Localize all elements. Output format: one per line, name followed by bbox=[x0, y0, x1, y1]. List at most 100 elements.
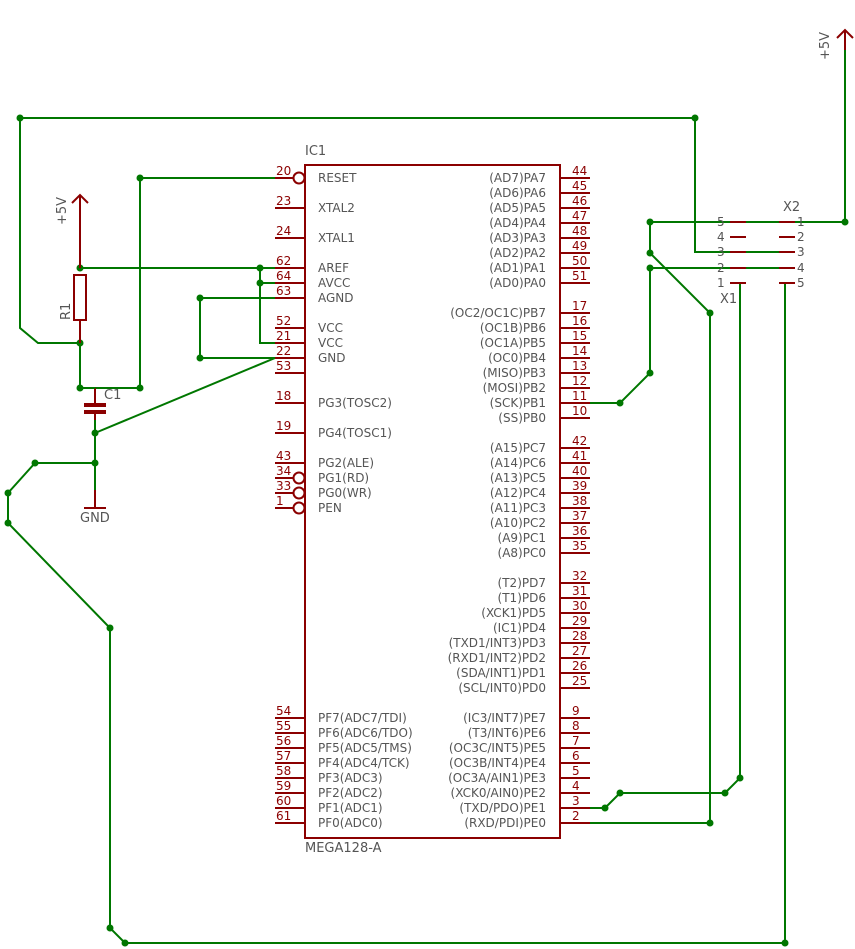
wire-gnd-diag bbox=[94, 357, 276, 434]
ic-pin-number: 19 bbox=[276, 419, 291, 433]
ic-pin-name: (TXD1/INT3)PD3 bbox=[449, 636, 546, 650]
ic-pin-name: (OC1A)PB5 bbox=[480, 336, 546, 350]
ic-pin-number: 44 bbox=[572, 164, 587, 178]
junction bbox=[721, 789, 729, 797]
junction bbox=[841, 218, 849, 226]
ic-pin-name: PF2(ADC2) bbox=[318, 786, 383, 800]
ic-pin-name: (AD2)PA2 bbox=[489, 246, 546, 260]
ic-pin-number: 37 bbox=[572, 509, 587, 523]
ic-pin-number: 53 bbox=[276, 359, 291, 373]
ic-pin-number: 51 bbox=[572, 269, 587, 283]
ic-pin-number: 47 bbox=[572, 209, 587, 223]
ic-pin-number: 60 bbox=[276, 794, 291, 808]
x1-pin-number: 4 bbox=[717, 230, 725, 244]
junction bbox=[646, 264, 654, 272]
ic-pin-name: (A8)PC0 bbox=[498, 546, 546, 560]
ic-pin-number: 64 bbox=[276, 269, 291, 283]
ic-pin-name: (TXD/PDO)PE1 bbox=[459, 801, 546, 815]
ic-pin-name: (RXD1/INT2)PD2 bbox=[448, 651, 546, 665]
ic-pin-number: 6 bbox=[572, 749, 580, 763]
junction bbox=[196, 294, 204, 302]
supply-right-label: +5V bbox=[818, 32, 833, 60]
ic-pin-number: 29 bbox=[572, 614, 587, 628]
junction bbox=[691, 114, 699, 122]
ic-pin-number: 43 bbox=[276, 449, 291, 463]
junction bbox=[706, 819, 714, 827]
x1-pin-number: 3 bbox=[717, 245, 725, 259]
wire-left-loop bbox=[19, 118, 80, 344]
ic-pin-number: 2 bbox=[572, 809, 580, 823]
ic-pin-name: PF7(ADC7/TDI) bbox=[318, 711, 407, 725]
wires bbox=[7, 30, 846, 944]
junction bbox=[256, 264, 264, 272]
ic-pin-name: (MOSI)PB2 bbox=[483, 381, 546, 395]
ic-pin-number: 5 bbox=[572, 764, 580, 778]
ic-pin-number: 24 bbox=[276, 224, 291, 238]
ic-pin-name: (IC3/INT7)PE7 bbox=[463, 711, 546, 725]
ic-pin-number: 23 bbox=[276, 194, 291, 208]
ic-pin-number: 63 bbox=[276, 284, 291, 298]
x2-pin-number: 1 bbox=[797, 215, 805, 229]
x1-pin-number: 5 bbox=[717, 215, 725, 229]
ic-pin-number: 59 bbox=[276, 779, 291, 793]
ic-body bbox=[304, 164, 561, 839]
ic-pin-name: (OC2/OC1C)PB7 bbox=[450, 306, 546, 320]
ic-right-pins: 44(AD7)PA745(AD6)PA646(AD5)PA547(AD4)PA4… bbox=[448, 164, 590, 830]
ic-pin-name: VCC bbox=[318, 321, 343, 335]
ic-pin-number: 50 bbox=[572, 254, 587, 268]
ic-pin-number: 40 bbox=[572, 464, 587, 478]
ic-pin-name: (OC1B)PB6 bbox=[480, 321, 546, 335]
ic-pin-name: PG3(TOSC2) bbox=[318, 396, 392, 410]
junction bbox=[706, 309, 714, 317]
ic-pin-name: (SDA/INT1)PD1 bbox=[456, 666, 546, 680]
ic-pin-number: 57 bbox=[276, 749, 291, 763]
ic-pin-name: (T2)PD7 bbox=[498, 576, 546, 590]
ic-pin-name: VCC bbox=[318, 336, 343, 350]
gnd-label: GND bbox=[80, 511, 110, 526]
ic-pin-number: 33 bbox=[276, 479, 291, 493]
wire-gnd-loop bbox=[7, 282, 790, 944]
inverted-pin-bubble bbox=[292, 501, 306, 515]
ic-pin-name: (A9)PC1 bbox=[498, 531, 546, 545]
ic-pin-name: RESET bbox=[318, 171, 357, 185]
ic-pin-name: (AD1)PA1 bbox=[489, 261, 546, 275]
junction bbox=[256, 279, 264, 287]
junction bbox=[781, 939, 789, 947]
wire-top-bus bbox=[20, 117, 738, 253]
ic-pin-number: 30 bbox=[572, 599, 587, 613]
ic-pin-number: 58 bbox=[276, 764, 291, 778]
ic-pin-number: 4 bbox=[572, 779, 580, 793]
ic-pin-name: (A15)PC7 bbox=[490, 441, 546, 455]
ic-pin-number: 7 bbox=[572, 734, 580, 748]
ic-pin-name: (XCK1)PD5 bbox=[481, 606, 546, 620]
ic-pin-name: XTAL1 bbox=[318, 231, 355, 245]
junction bbox=[4, 519, 12, 527]
inverted-pin-bubble bbox=[292, 171, 306, 185]
ic-pin-number: 27 bbox=[572, 644, 587, 658]
supply-left-label: +5V bbox=[55, 197, 70, 225]
junction bbox=[616, 399, 624, 407]
ic-pin-name: XTAL2 bbox=[318, 201, 355, 215]
wire-sck bbox=[590, 267, 738, 404]
ic-value: MEGA128-A bbox=[305, 841, 382, 856]
ic-pin-number: 17 bbox=[572, 299, 587, 313]
wire-pdo bbox=[590, 282, 741, 809]
ic-pin-name: PG1(RD) bbox=[318, 471, 369, 485]
ic-pin-number: 45 bbox=[572, 179, 587, 193]
ic-pin-name: (AD6)PA6 bbox=[489, 186, 546, 200]
ic-pin-number: 18 bbox=[276, 389, 291, 403]
junction bbox=[601, 804, 609, 812]
c1-label: C1 bbox=[104, 388, 121, 403]
ic-pin-number: 48 bbox=[572, 224, 587, 238]
ic-pin-name: (OC0)PB4 bbox=[488, 351, 546, 365]
ic-pin-number: 38 bbox=[572, 494, 587, 508]
ic-pin-name: PG0(WR) bbox=[318, 486, 372, 500]
ic-pin-name: (MISO)PB3 bbox=[483, 366, 546, 380]
ic-pin-number: 35 bbox=[572, 539, 587, 553]
junction bbox=[646, 249, 654, 257]
ic-pin-number: 54 bbox=[276, 704, 291, 718]
ic-pin-number: 49 bbox=[572, 239, 587, 253]
resistor-r1: R1 bbox=[59, 274, 87, 343]
junction bbox=[16, 114, 24, 122]
